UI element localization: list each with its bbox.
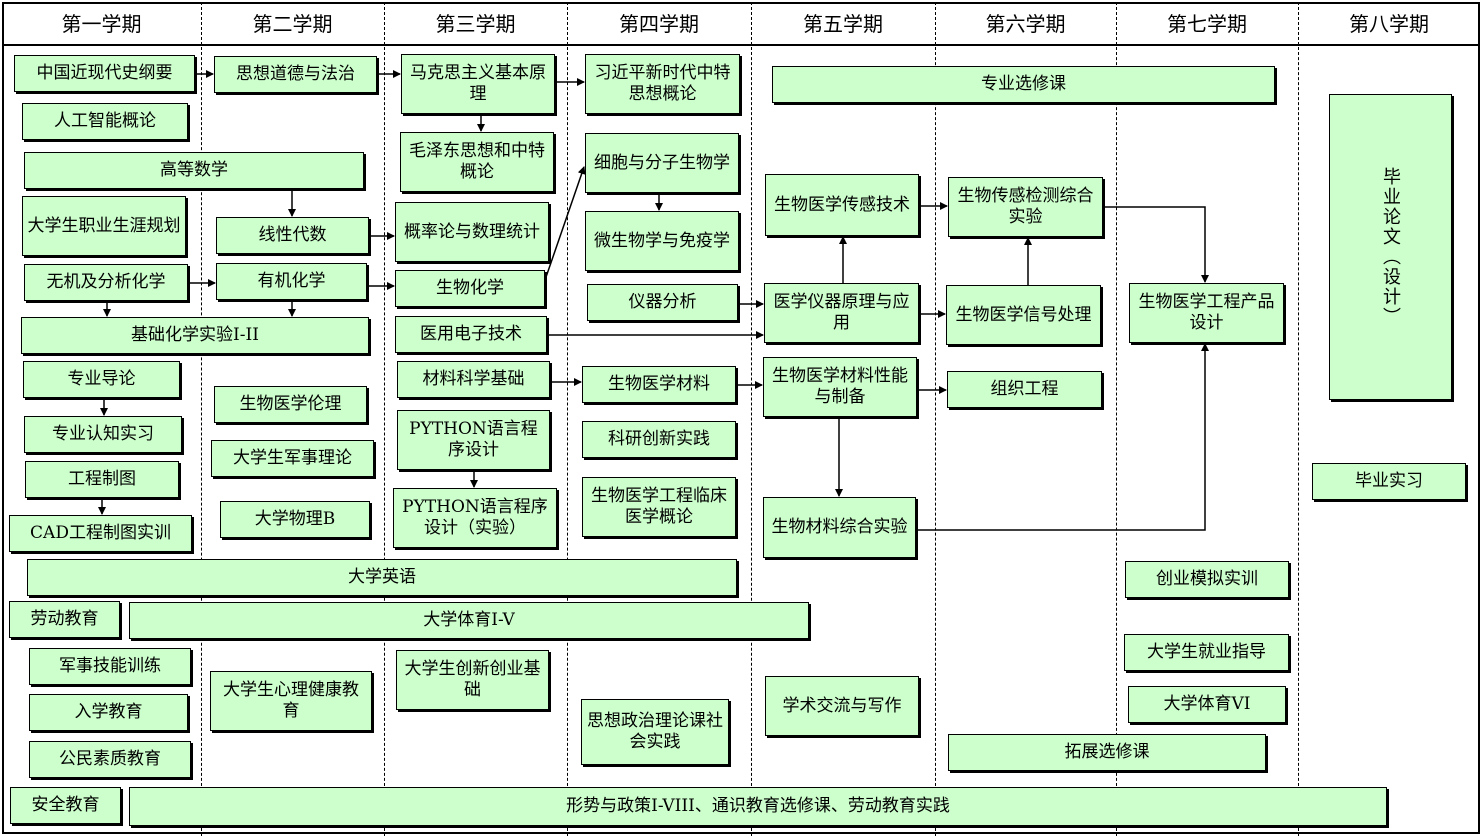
course-medical-instruments: 医学仪器原理与应用 xyxy=(764,283,919,343)
semester-5-header: 第五学期 xyxy=(803,12,883,36)
course-basic-chem-lab: 基础化学实验I-II xyxy=(21,317,369,354)
course-biomaterials-performance: 生物医学材料性能与制备 xyxy=(763,357,917,417)
course-graduation-internship: 毕业实习 xyxy=(1312,463,1466,500)
course-labor-education: 劳动教育 xyxy=(9,601,120,638)
course-orientation: 入学教育 xyxy=(29,694,188,731)
course-engineering-drawing: 工程制图 xyxy=(25,461,179,498)
semester-1-header: 第一学期 xyxy=(61,12,142,36)
course-inorganic-chemistry: 无机及分析化学 xyxy=(24,264,188,301)
semester-divider xyxy=(1298,2,1299,836)
course-safety-education: 安全教育 xyxy=(10,787,121,824)
course-ai-intro: 人工智能概论 xyxy=(22,103,188,140)
course-policy-general-electives: 形势与政策I-VIII、通识教育选修课、劳动教育实践 xyxy=(129,787,1387,826)
semester-divider xyxy=(567,2,568,836)
course-pe-1-5: 大学体育I-V xyxy=(129,602,809,639)
course-mental-health: 大学生心理健康教育 xyxy=(210,671,372,731)
course-major-electives: 专业选修课 xyxy=(772,66,1275,103)
course-clinical-medicine-intro: 生物医学工程临床医学概论 xyxy=(582,477,736,537)
course-product-design: 生物医学工程产品设计 xyxy=(1129,283,1284,343)
semester-7-header: 第七学期 xyxy=(1167,12,1247,36)
course-python-lab: PYTHON语言程序设计（实验） xyxy=(393,488,557,548)
course-modern-history: 中国近现代史纲要 xyxy=(14,55,195,92)
course-medical-electronics: 医用电子技术 xyxy=(395,316,547,353)
course-career-planning: 大学生职业生涯规划 xyxy=(22,196,186,256)
semester-3-header: 第三学期 xyxy=(435,12,516,36)
course-political-practice: 思想政治理论课社会实践 xyxy=(581,699,729,765)
course-military-skills: 军事技能训练 xyxy=(29,648,191,685)
arrow xyxy=(1103,206,1209,283)
arrow xyxy=(916,343,1209,531)
semester-divider xyxy=(751,2,752,836)
course-biomaterials-lab: 生物材料综合实验 xyxy=(763,497,916,558)
course-graduation-thesis: 毕业论文（设计） xyxy=(1329,94,1452,400)
course-civic-education: 公民素质教育 xyxy=(29,741,191,778)
course-biomedical-ethics: 生物医学伦理 xyxy=(214,386,367,423)
course-academic-writing: 学术交流与写作 xyxy=(765,676,919,736)
course-microbiology-immunology: 微生物学与免疫学 xyxy=(585,211,739,271)
course-cognition-practice: 专业认知实习 xyxy=(24,416,182,453)
course-military-theory: 大学生军事理论 xyxy=(211,440,374,477)
course-instrumental-analysis: 仪器分析 xyxy=(587,284,738,321)
arrow xyxy=(544,166,586,281)
course-biochemistry: 生物化学 xyxy=(395,270,545,307)
course-cell-molecular-biology: 细胞与分子生物学 xyxy=(585,133,739,193)
course-biomedical-sensing: 生物医学传感技术 xyxy=(765,174,919,236)
semester-divider xyxy=(935,2,936,836)
course-linear-algebra: 线性代数 xyxy=(216,217,369,254)
course-major-intro: 专业导论 xyxy=(23,361,180,398)
semester-divider xyxy=(1116,2,1117,836)
semester-4-header: 第四学期 xyxy=(619,12,699,36)
course-extended-electives: 拓展选修课 xyxy=(948,734,1266,771)
course-ethics-law: 思想道德与法治 xyxy=(214,56,377,93)
course-tissue-engineering: 组织工程 xyxy=(947,371,1102,408)
course-biosensing-lab: 生物传感检测综合实验 xyxy=(948,177,1103,237)
course-research-innovation: 科研创新实践 xyxy=(582,421,736,458)
course-cad-training: CAD工程制图实训 xyxy=(9,515,192,552)
course-python-programming: PYTHON语言程序设计 xyxy=(397,410,550,470)
course-signal-processing: 生物医学信号处理 xyxy=(946,285,1101,345)
course-organic-chemistry: 有机化学 xyxy=(216,263,367,300)
course-innovation-entrepreneurship: 大学生创新创业基础 xyxy=(396,650,549,710)
course-mao-thought: 毛泽东思想和中特概论 xyxy=(400,132,554,192)
course-biomedical-materials: 生物医学材料 xyxy=(582,366,736,403)
semester-6-header: 第六学期 xyxy=(985,12,1066,36)
course-pe-6: 大学体育VI xyxy=(1128,686,1286,723)
course-materials-science: 材料科学基础 xyxy=(397,361,550,398)
course-entrepreneurship-sim: 创业模拟实训 xyxy=(1125,561,1289,598)
course-probability-statistics: 概率论与数理统计 xyxy=(395,202,549,262)
header-divider xyxy=(2,44,1480,46)
course-advanced-math: 高等数学 xyxy=(24,152,364,189)
semester-divider xyxy=(384,2,385,836)
course-college-physics-b: 大学物理B xyxy=(220,501,370,538)
course-employment-guidance: 大学生就业指导 xyxy=(1124,634,1289,671)
semester-8-header: 第八学期 xyxy=(1349,12,1429,36)
semester-2-header: 第二学期 xyxy=(252,12,333,36)
semester-divider xyxy=(201,2,202,836)
course-marxism-principles: 马克思主义基本原理 xyxy=(401,54,555,114)
course-xi-thought: 习近平新时代中特思想概论 xyxy=(585,54,740,114)
course-college-english: 大学英语 xyxy=(27,559,737,596)
